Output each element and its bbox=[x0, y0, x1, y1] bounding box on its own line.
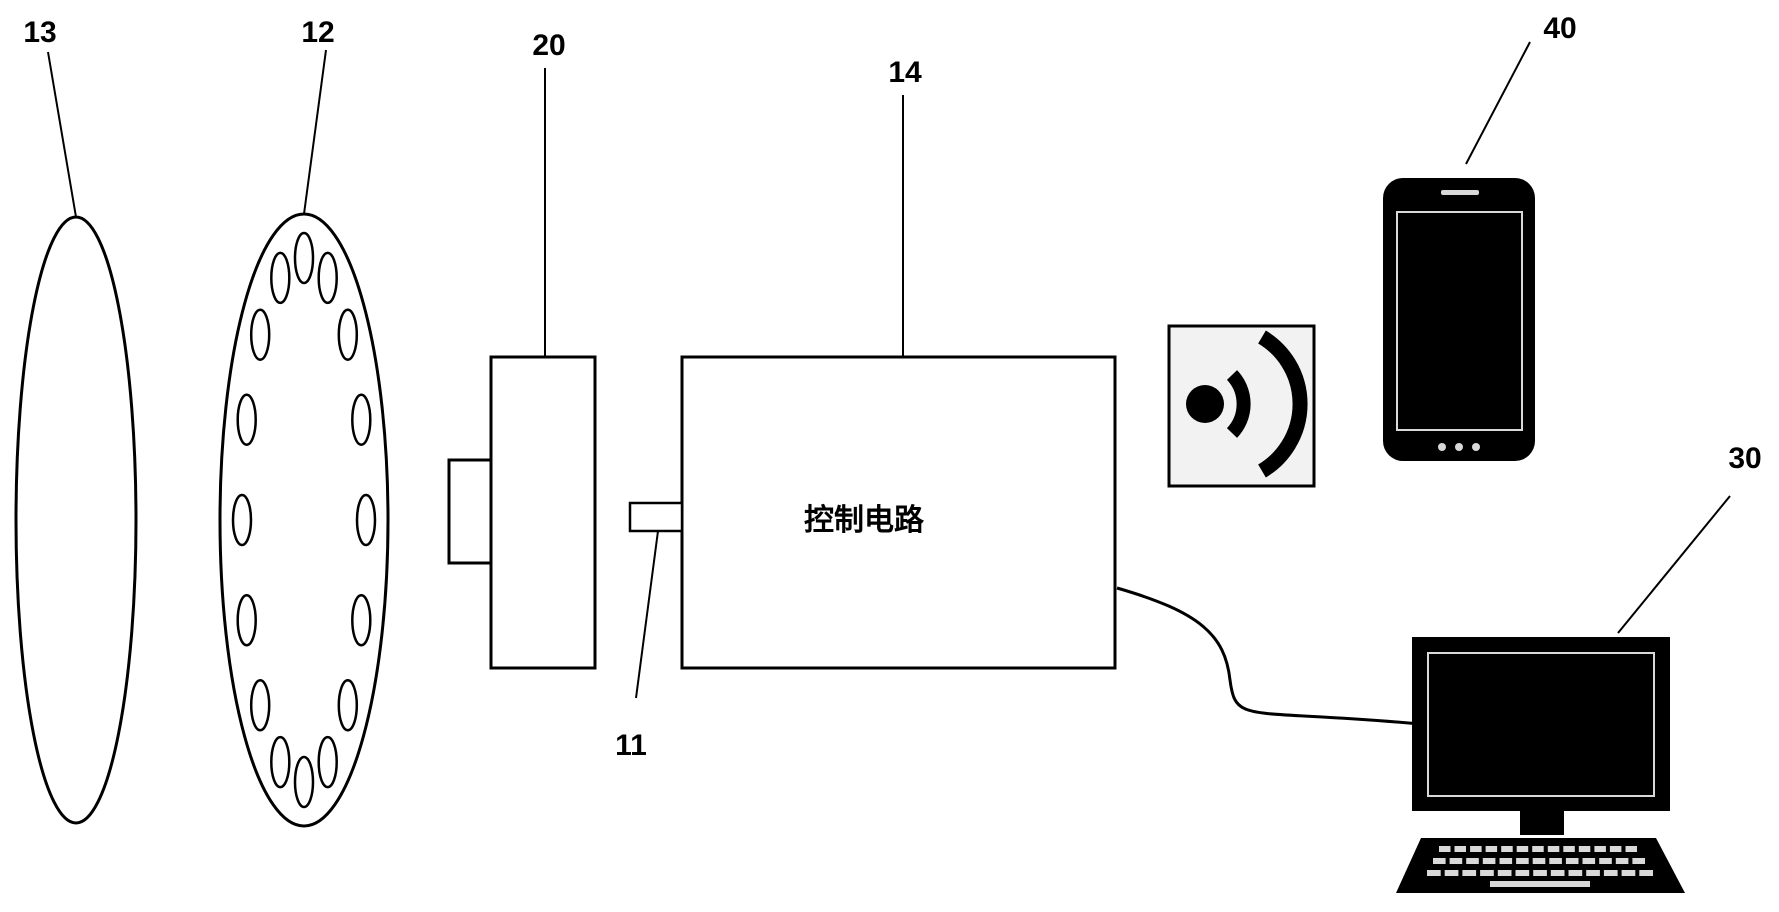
keyboard-key bbox=[1466, 858, 1479, 864]
keyboard-key bbox=[1615, 858, 1629, 864]
keyboard-key bbox=[1549, 858, 1562, 864]
led-hole bbox=[293, 231, 315, 285]
keyboard-key bbox=[1470, 846, 1482, 852]
led-hole bbox=[270, 735, 291, 789]
led-hole bbox=[355, 493, 377, 547]
cable bbox=[1116, 586, 1421, 726]
keyboard-key bbox=[1497, 870, 1512, 876]
keyboard-key bbox=[1482, 858, 1496, 864]
wireless-signal-icon bbox=[1167, 324, 1316, 488]
led-hole bbox=[249, 679, 271, 732]
keyboard-key bbox=[1594, 846, 1606, 852]
lens-ref-label: 13 bbox=[23, 16, 56, 49]
keyboard-key bbox=[1603, 870, 1618, 876]
keyboard-key bbox=[1480, 870, 1494, 876]
led-hole bbox=[236, 393, 257, 446]
led-hole bbox=[317, 251, 338, 305]
smartphone-ref-label: 40 bbox=[1543, 12, 1576, 45]
led-ring-leader-line bbox=[303, 49, 327, 215]
led-hole bbox=[351, 594, 372, 647]
connector-leader-line bbox=[635, 530, 659, 699]
keyboard-key bbox=[1516, 858, 1529, 864]
keyboard-key bbox=[1449, 858, 1463, 864]
keyboard-key bbox=[1532, 858, 1546, 864]
control-circuit-text: 控制电路 bbox=[804, 503, 925, 538]
keyboard-key bbox=[1516, 846, 1529, 852]
lens-leader-line bbox=[47, 51, 77, 218]
connector-ref-label: 11 bbox=[615, 729, 647, 762]
led-hole bbox=[351, 393, 372, 446]
led-hole bbox=[231, 493, 253, 547]
led-hole bbox=[337, 308, 359, 361]
keyboard-key bbox=[1547, 846, 1560, 852]
keyboard-key bbox=[1578, 846, 1591, 852]
keyboard-keys bbox=[1427, 846, 1653, 887]
computer-ref-label: 30 bbox=[1728, 442, 1761, 475]
keyboard-key bbox=[1454, 846, 1466, 852]
smartphone-leader-line bbox=[1465, 41, 1531, 165]
keyboard-key bbox=[1621, 870, 1636, 876]
keyboard-key bbox=[1532, 846, 1544, 852]
keyboard-key bbox=[1586, 870, 1600, 876]
led-hole bbox=[337, 679, 359, 732]
keyboard-key bbox=[1433, 858, 1446, 864]
keyboard-key bbox=[1499, 858, 1513, 864]
keyboard-key bbox=[1565, 858, 1579, 864]
keyboard-key bbox=[1501, 846, 1513, 852]
keyboard-key bbox=[1462, 870, 1477, 876]
keyboard-key bbox=[1427, 870, 1441, 876]
desktop-computer-icon bbox=[1396, 637, 1685, 893]
led-hole bbox=[293, 755, 315, 809]
keyboard-key bbox=[1515, 870, 1530, 876]
keyboard-key bbox=[1439, 846, 1451, 852]
led-hole bbox=[317, 735, 338, 789]
keyboard-key bbox=[1550, 870, 1565, 876]
keyboard-key bbox=[1582, 858, 1596, 864]
keyboard-key bbox=[1609, 846, 1622, 852]
led-ring-ref-label: 12 bbox=[301, 16, 334, 49]
led-hole bbox=[236, 594, 257, 647]
led-hole bbox=[249, 308, 271, 361]
keyboard-key bbox=[1599, 858, 1612, 864]
keyboard-key bbox=[1625, 846, 1637, 852]
keyboard-key bbox=[1485, 846, 1498, 852]
keyboard-key bbox=[1444, 870, 1459, 876]
smartphone-icon bbox=[1383, 178, 1535, 461]
keyboard-key bbox=[1632, 858, 1645, 864]
connector bbox=[628, 501, 684, 533]
led-holes bbox=[231, 231, 377, 809]
camera-module-ref-label: 20 bbox=[532, 29, 565, 62]
led-ring bbox=[218, 212, 390, 828]
keyboard-key bbox=[1639, 870, 1653, 876]
control-circuit-box: 控制电路 bbox=[680, 355, 1117, 670]
keyboard-key bbox=[1568, 870, 1583, 876]
keyboard-key bbox=[1533, 870, 1547, 876]
computer-leader-line bbox=[1617, 495, 1731, 634]
control-circuit-ref-label: 14 bbox=[888, 56, 922, 89]
led-hole bbox=[270, 251, 291, 305]
camera-module bbox=[447, 355, 597, 670]
lens bbox=[14, 215, 138, 825]
keyboard-key bbox=[1563, 846, 1575, 852]
keyboard-spacebar bbox=[1490, 881, 1590, 887]
